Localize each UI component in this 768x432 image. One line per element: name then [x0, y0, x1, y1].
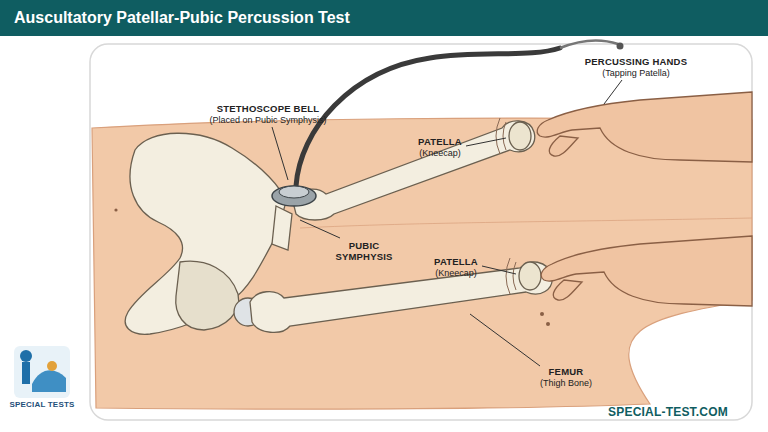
percussing-hands [537, 92, 752, 306]
website-text: SPECIAL-TEST.COM [608, 405, 728, 419]
part-label: PATELLA [434, 256, 478, 267]
part-label: STETHOSCOPE BELL [217, 103, 319, 114]
part-label: FEMUR [549, 366, 584, 377]
logo-text: SPECIAL TESTS [9, 400, 74, 409]
part-label: PERCUSSING HANDS [585, 56, 687, 67]
femur-lower [250, 262, 552, 333]
part-note: (Kneecap) [435, 268, 477, 278]
part-note: (Placed on Pubic Symphysis) [209, 115, 326, 125]
femur-upper [292, 121, 535, 220]
part-note: (Tapping Patella) [602, 68, 670, 78]
body-skin [92, 118, 752, 409]
panel [90, 44, 752, 420]
part-note: (Kneecap) [419, 148, 461, 158]
skin-dots [114, 208, 550, 326]
logo-icon [14, 346, 70, 398]
part-label: PATELLA [418, 136, 462, 147]
leg-crease [300, 218, 752, 228]
patella-upper [509, 122, 531, 150]
part-label: PUBIC SYMPHYSIS [329, 240, 399, 262]
part-note: (Thigh Bone) [540, 378, 592, 388]
header-bar [0, 0, 768, 36]
tap-marks [496, 118, 516, 294]
title: Auscultatory Patellar-Pubic Percussion T… [14, 9, 350, 27]
patella-lower [519, 262, 541, 290]
